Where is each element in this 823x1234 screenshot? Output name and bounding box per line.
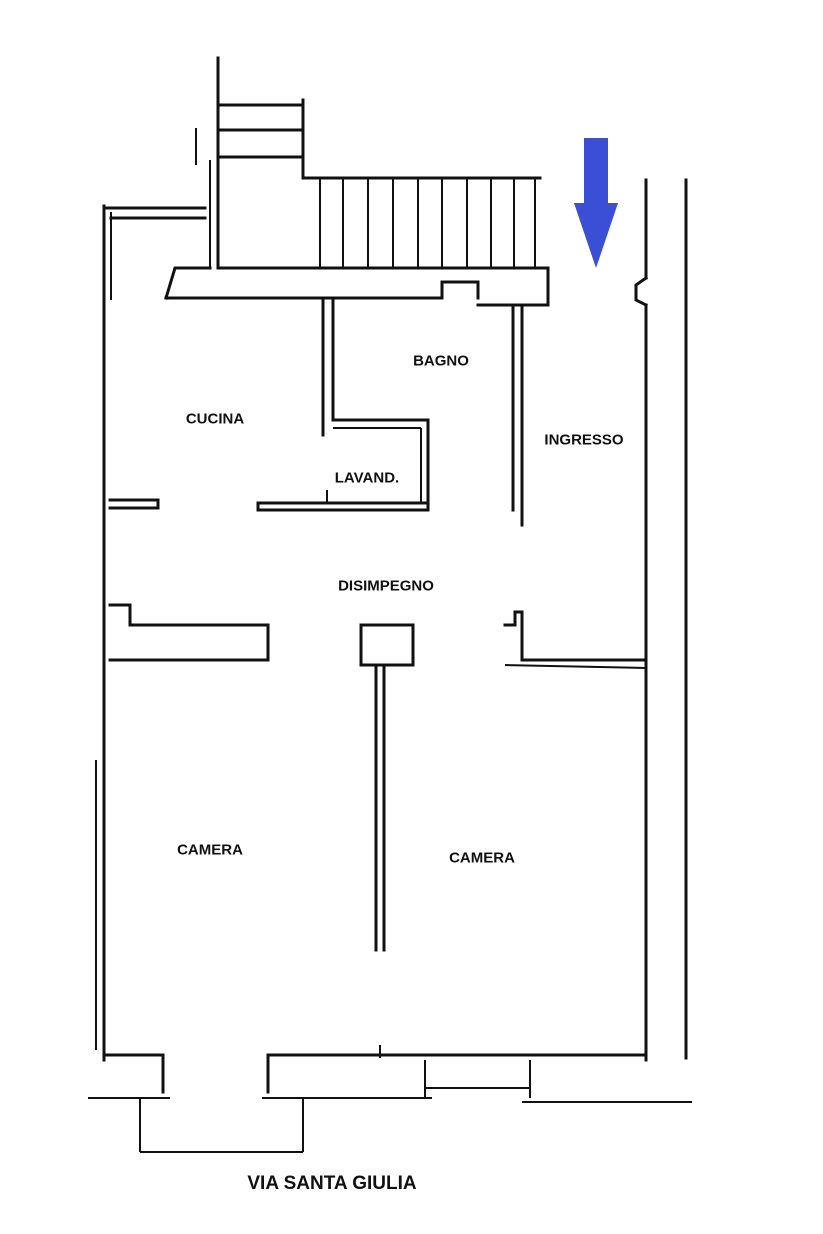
room-label-cucina: CUCINA [185,410,245,428]
room-label-bagno: BAGNO [413,352,469,370]
room-label-ingresso: INGRESSO [544,431,624,449]
room-label-camera-right: CAMERA [449,849,515,867]
arrow-down-icon [574,138,618,268]
outer-walls [88,178,692,1153]
street-label: VIA SANTA GIULIA [247,1173,417,1194]
room-label-disimpegno: DISIMPEGNO [338,577,434,595]
staircase [195,56,550,270]
room-label-lavanderia: LAVAND. [334,469,400,487]
room-label-camera-left: CAMERA [177,841,243,859]
interior-walls [108,296,648,1058]
